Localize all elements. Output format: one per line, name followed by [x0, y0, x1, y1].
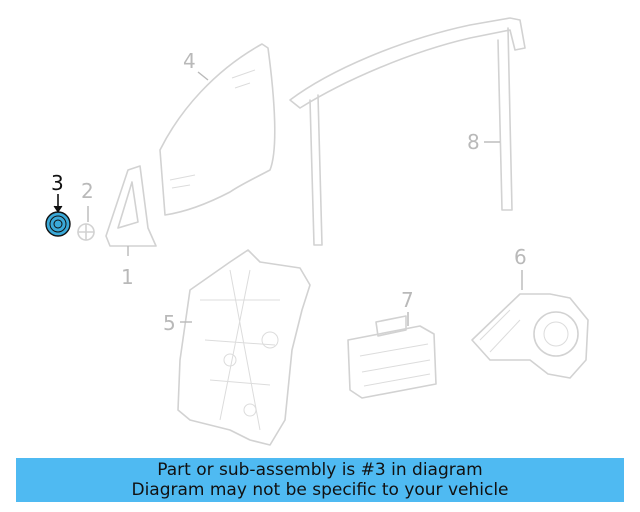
- callout-4: 4: [183, 49, 196, 73]
- part-6-window-motor: [471, 293, 589, 379]
- callout-2: 2: [81, 179, 94, 203]
- leader-lines: [53, 71, 523, 326]
- part-1-bracket: [105, 165, 157, 247]
- callout-6: 6: [514, 245, 527, 269]
- banner-line-2: Diagram may not be specific to your vehi…: [131, 480, 509, 500]
- part-3-grommet: [45, 211, 71, 237]
- callout-5: 5: [163, 311, 176, 335]
- part-2-clip: [77, 223, 95, 241]
- callout-7: 7: [401, 288, 414, 312]
- part-8-door-frame: [289, 17, 526, 246]
- callout-8: 8: [467, 130, 480, 154]
- callout-3: 3: [51, 171, 64, 195]
- banner-line-1: Part or sub-assembly is #3 in diagram: [157, 460, 483, 480]
- callout-1: 1: [121, 265, 134, 289]
- part-7-control-module: [347, 315, 437, 399]
- info-banner: Part or sub-assembly is #3 in diagram Di…: [16, 458, 624, 502]
- part-5-window-regulator: [177, 249, 311, 446]
- part-4-window-glass: [159, 43, 276, 216]
